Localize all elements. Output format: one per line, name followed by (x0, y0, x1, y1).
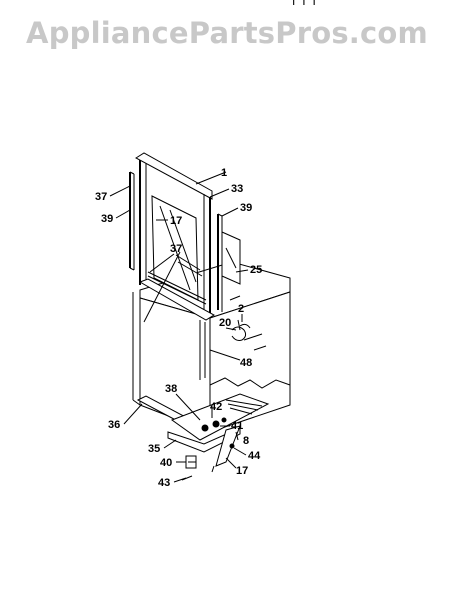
part-label-38: 38 (165, 383, 177, 395)
part-label-33: 33 (231, 183, 243, 195)
part-label-8: 8 (243, 435, 249, 447)
left-trim-strip (129, 171, 135, 271)
part-label-20: 20 (219, 317, 231, 329)
part-label-25: 25 (250, 264, 262, 276)
back-panel (221, 231, 241, 285)
part-label-37-center: 37 (170, 243, 182, 255)
part-label-35: 35 (148, 443, 160, 455)
part-label-2: 2 (238, 303, 244, 315)
latch-part (231, 319, 251, 341)
part-label-39-left: 39 (101, 213, 113, 225)
leader-lines (109, 171, 249, 483)
part-label-37-left: 37 (95, 191, 107, 203)
part-label-17-top: 17 (170, 215, 182, 227)
watermark-text: AppliancePartsPros.com (26, 16, 428, 50)
part-label-17-bottom: 17 (236, 465, 248, 477)
part-label-39-right: 39 (240, 202, 252, 214)
part-label-42: 42 (210, 401, 222, 413)
part-label-36: 36 (108, 419, 120, 431)
part-label-48: 48 (240, 357, 252, 369)
base-plate (136, 393, 270, 481)
door-frame-assembly (135, 152, 215, 321)
top-edge-mark: T T T (290, 0, 318, 8)
part-label-1: 1 (221, 167, 227, 179)
part-label-41: 41 (231, 420, 243, 432)
part-label-44: 44 (248, 450, 261, 462)
part-label-43: 43 (158, 477, 170, 489)
part-label-40: 40 (160, 457, 172, 469)
